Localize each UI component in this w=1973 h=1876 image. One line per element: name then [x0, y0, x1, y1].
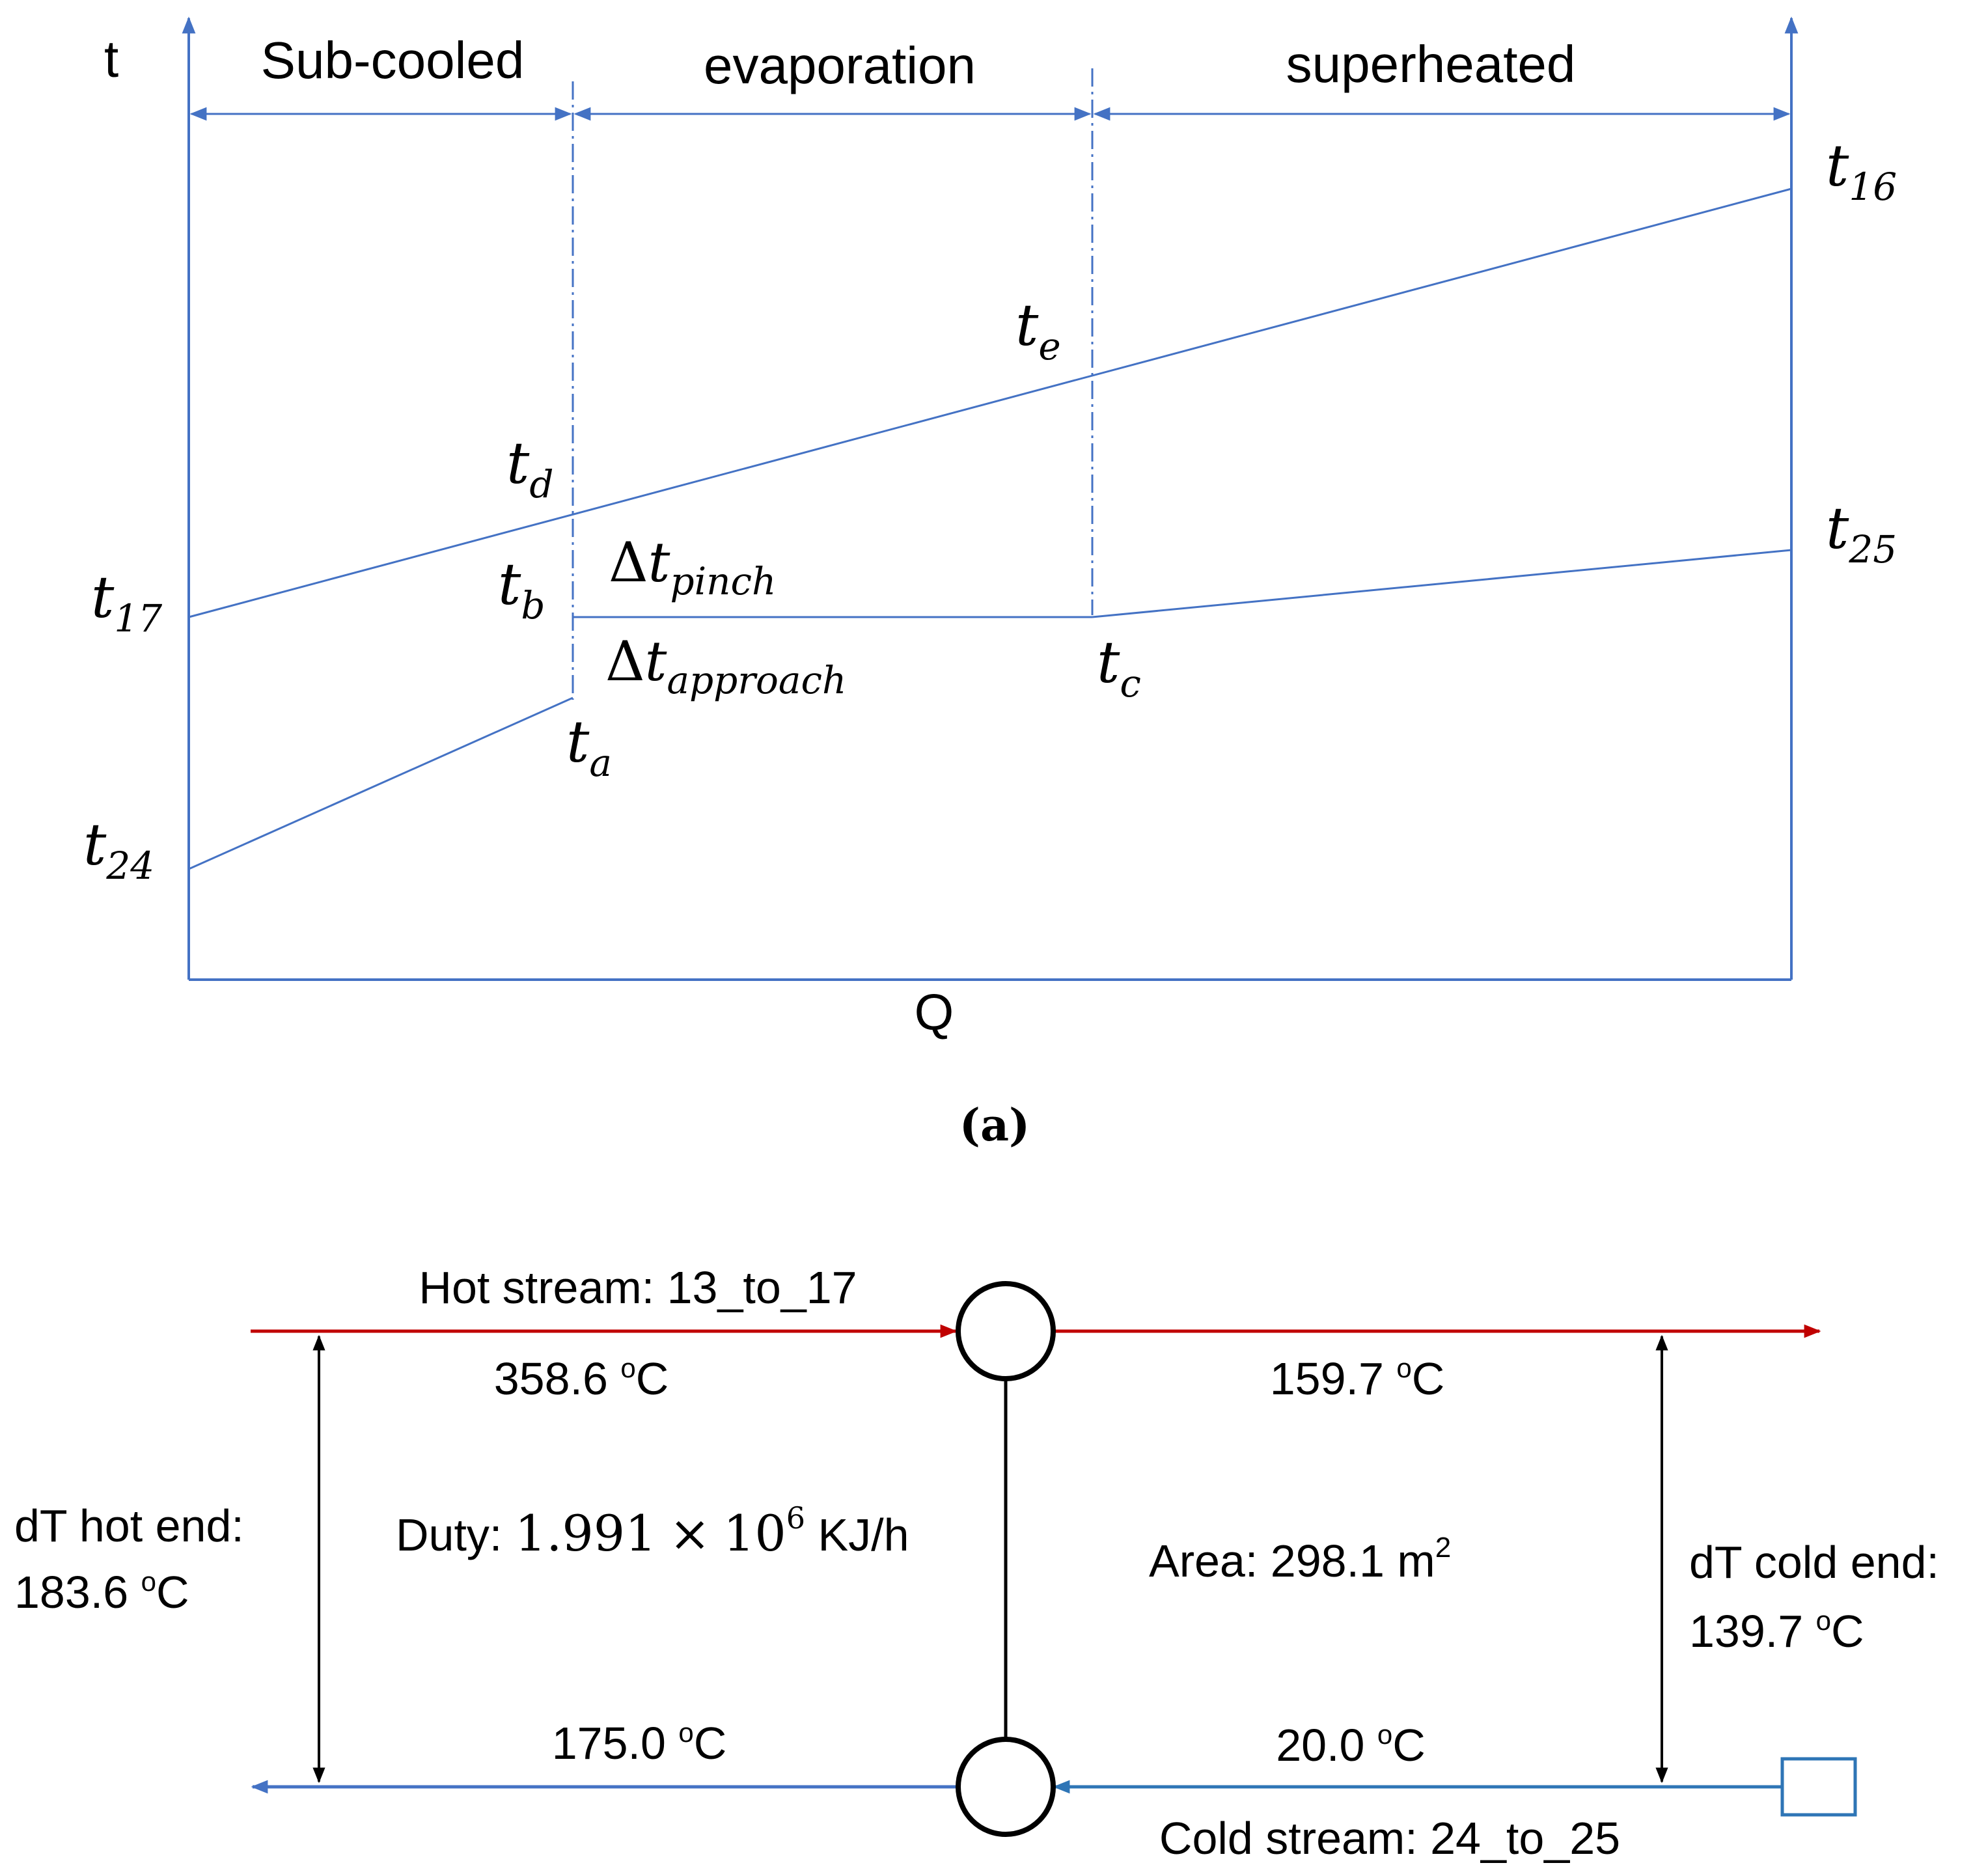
region-label-superheated: superheated	[1286, 35, 1576, 93]
diagram-b-labels: Hot stream: 13_to_17 358.6 oC 159.7 oC 1…	[14, 1262, 1939, 1864]
exchanger-cold-node	[956, 1737, 1056, 1837]
point-label-tb: tb	[498, 551, 545, 628]
point-label-t17: t17	[91, 564, 162, 641]
hot-stream-line	[188, 187, 1792, 618]
region-label-evaporation: evaporation	[704, 36, 976, 94]
point-label-te: te	[1015, 292, 1061, 368]
approach-label: Δtapproach	[605, 629, 846, 702]
point-label-tc: tc	[1097, 629, 1141, 706]
diagram-b	[251, 1281, 1857, 1837]
area-label: Area: 298.1 m2	[1149, 1532, 1451, 1586]
cold-subcooled-line	[188, 697, 573, 870]
point-label-td: td	[506, 430, 554, 506]
dt-hot-end-value: 183.6 oC	[14, 1566, 189, 1618]
cold-superheated-line	[1092, 549, 1792, 618]
point-label-ta: ta	[566, 708, 612, 785]
duty-label: Duty: 1.991 × 106 KJ/h	[396, 1500, 909, 1562]
cold-stream-outlet-temp: 175.0 oC	[552, 1717, 727, 1769]
hot-stream-inlet-temp: 358.6 oC	[494, 1353, 669, 1404]
axis-y-label: t	[104, 30, 118, 88]
point-label-t25: t25	[1826, 495, 1897, 572]
dt-hot-end-label: dT hot end:	[14, 1500, 244, 1551]
diagram-a-labels: t Q Sub-cooled evaporation superheated t…	[83, 30, 1897, 1152]
dt-cold-end-label: dT cold end:	[1689, 1537, 1939, 1588]
cold-stream-source-box	[1780, 1757, 1857, 1817]
caption-a: (a)	[959, 1099, 1030, 1152]
cold-stream-inlet-temp: 20.0 oC	[1276, 1719, 1426, 1771]
hot-stream-label: Hot stream: 13_to_17	[419, 1262, 857, 1313]
point-label-t16: t16	[1826, 132, 1897, 209]
cold-stream-label: Cold stream: 24_to_25	[1159, 1813, 1620, 1864]
point-label-t24: t24	[83, 811, 154, 888]
axis-x-label: Q	[915, 984, 954, 1041]
pinch-label: Δtpinch	[609, 531, 776, 603]
region-label-subcooled: Sub-cooled	[261, 31, 525, 89]
exchanger-hot-node	[956, 1281, 1056, 1381]
diagram-a	[182, 16, 1799, 981]
dt-cold-end-value: 139.7 oC	[1689, 1605, 1864, 1657]
hot-stream-outlet-temp: 159.7 oC	[1270, 1353, 1445, 1404]
